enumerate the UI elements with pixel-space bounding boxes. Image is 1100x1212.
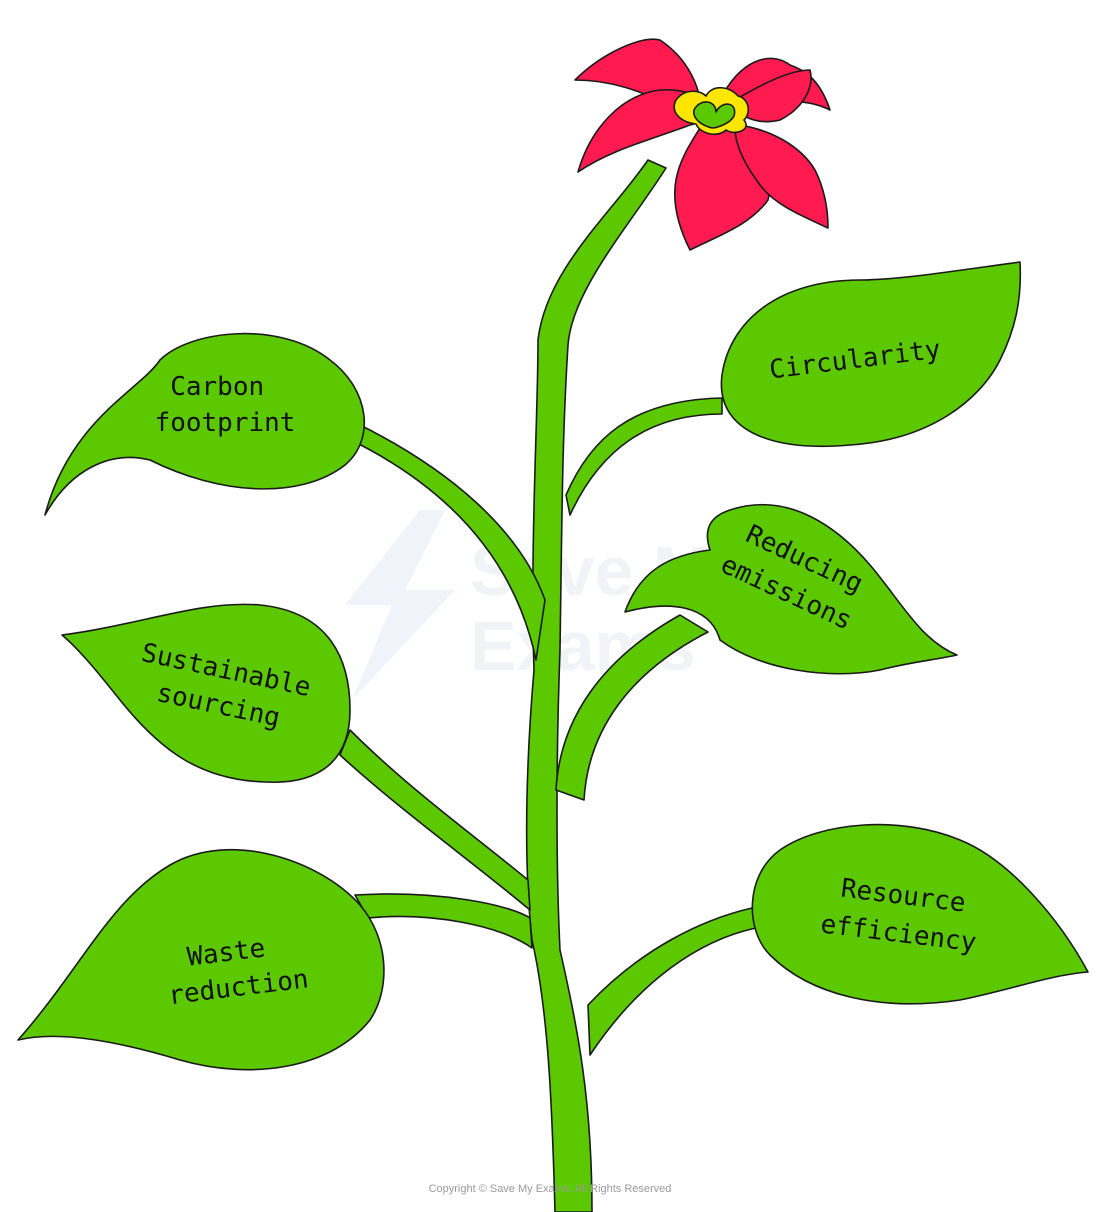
label-carbon-footprint-line-1: Carbon	[170, 372, 264, 402]
leaf-reducing-emissions	[624, 503, 958, 675]
branch-carbon-footprint	[354, 424, 546, 661]
leaf-carbon-footprint	[44, 332, 366, 516]
branch-resource-efficiency	[587, 907, 757, 1056]
leaf-circularity	[720, 261, 1022, 448]
branch-circularity	[565, 397, 723, 516]
label-carbon-footprint: Carbon footprint	[155, 372, 296, 438]
leaf-sustainable-sourcing	[61, 603, 351, 783]
flower	[574, 38, 831, 251]
leaf-resource-efficiency	[751, 823, 1089, 1005]
petal-right-top	[734, 69, 812, 123]
branch-waste-reduction	[354, 893, 533, 949]
lightning-bolt-icon	[345, 510, 455, 700]
flower-center	[693, 101, 736, 129]
label-carbon-footprint-line-2: footprint	[155, 408, 296, 438]
main-stem	[525, 159, 667, 1212]
branch-sustainable-sourcing	[339, 729, 531, 911]
petal-right	[734, 124, 829, 229]
leaf-waste-reduction	[17, 849, 385, 1071]
branch-reducing-emissions	[555, 614, 709, 801]
copyright-notice: Copyright © Save My Exams. All Rights Re…	[429, 1183, 672, 1195]
